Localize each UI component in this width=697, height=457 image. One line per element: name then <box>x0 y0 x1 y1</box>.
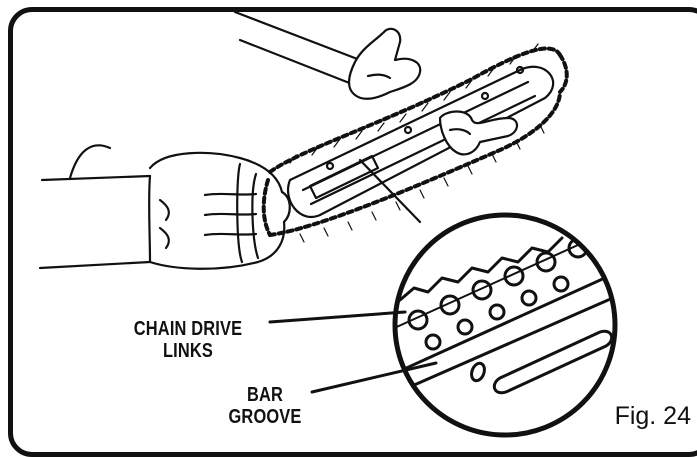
chainsaw-bar-illustration <box>0 0 697 439</box>
chain-drive-links-pointer <box>270 312 405 322</box>
bar-groove-label-line1: BAR <box>220 384 310 406</box>
left-gloved-hand <box>150 153 290 269</box>
bar-groove-label-line2: GROOVE <box>220 406 310 428</box>
figure-caption: Fig. 24 <box>615 402 691 431</box>
upper-arm <box>235 12 360 84</box>
left-sleeve <box>40 145 150 268</box>
chain-drive-links-callout: CHAIN DRIVE LINKS <box>114 318 262 362</box>
bar-groove-callout: BAR GROOVE <box>220 384 310 428</box>
magnifier-detail <box>380 215 640 435</box>
chain-drive-links-label-line2: LINKS <box>114 340 262 362</box>
chain-drive-links-label-line1: CHAIN DRIVE <box>114 318 262 340</box>
